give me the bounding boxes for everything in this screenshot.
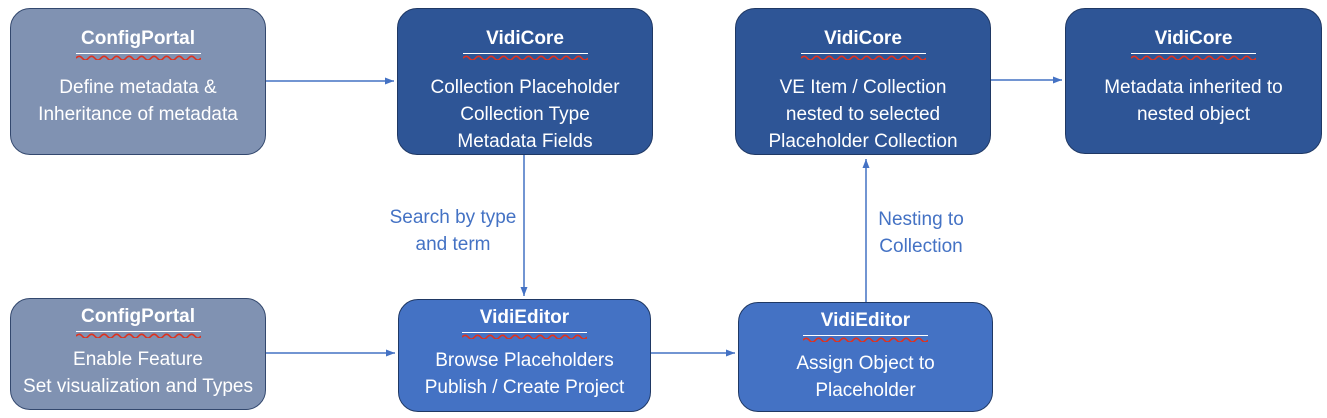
flow-box-videditor-assign: VidiEditor Assign Object to Placeholder [738, 302, 993, 412]
box-body: VE Item / Collection nested to selected … [768, 74, 957, 155]
box-body: Enable Feature Set visualization and Typ… [23, 346, 253, 400]
flow-box-vidicore-nested: VidiCore VE Item / Collection nested to … [735, 8, 991, 155]
box-body-line: Placeholder Collection [768, 131, 958, 152]
box-title-text: VidiCore [800, 26, 926, 54]
box-title-text: VidiEditor [803, 308, 928, 336]
spellcheck-squiggle-icon [462, 334, 587, 339]
flow-box-vidicore-inherited: VidiCore Metadata inherited to nested ob… [1065, 8, 1322, 154]
spellcheck-squiggle-icon [75, 333, 201, 338]
spellcheck-squiggle-icon [803, 337, 928, 342]
box-title-text: ConfigPortal [75, 26, 201, 54]
box-body-line: Collection Type [460, 104, 590, 125]
box-title-text: VidiCore [1131, 26, 1256, 54]
box-body-line: Inheritance of metadata [38, 104, 238, 125]
arrow-label-line: Collection [879, 236, 963, 257]
box-body: Define metadata & Inheritance of metadat… [38, 74, 238, 128]
box-body: Browse Placeholders Publish / Create Pro… [425, 347, 625, 401]
arrow-label-nesting-to-collection: Nesting to Collection [874, 206, 968, 260]
box-body-line: Set visualization and Types [23, 376, 253, 397]
box-title: VidiCore [800, 26, 926, 60]
box-body-line: Metadata Fields [457, 131, 593, 152]
flow-box-configportal-enable: ConfigPortal Enable Feature Set visualiz… [10, 298, 266, 410]
box-title: VidiCore [462, 26, 588, 60]
box-body-line: Placeholder [815, 380, 916, 401]
box-body: Collection Placeholder Collection Type M… [430, 74, 619, 155]
flow-box-configportal-define: ConfigPortal Define metadata & Inheritan… [10, 8, 266, 155]
box-title: VidiCore [1131, 26, 1256, 60]
spellcheck-squiggle-icon [1131, 55, 1256, 60]
box-body-line: VE Item / Collection [779, 77, 947, 98]
arrow-label-line: Search by type [389, 207, 517, 228]
box-title: VidiEditor [462, 305, 587, 339]
box-title: VidiEditor [803, 308, 928, 342]
box-title-text: ConfigPortal [75, 304, 201, 332]
box-title: ConfigPortal [75, 26, 201, 60]
box-body-line: nested object [1136, 104, 1250, 125]
box-body-line: Define metadata & [59, 77, 217, 98]
spellcheck-squiggle-icon [800, 55, 926, 60]
box-body-line: Browse Placeholders [435, 350, 614, 371]
box-body-line: Assign Object to [796, 353, 935, 374]
arrow-label-search-by-type: Search by type and term [386, 204, 520, 258]
box-body-line: Metadata inherited to [1104, 77, 1283, 98]
box-body: Assign Object to Placeholder [796, 350, 934, 404]
spellcheck-squiggle-icon [75, 55, 201, 60]
box-body: Metadata inherited to nested object [1104, 74, 1283, 128]
arrow-label-line: and term [415, 234, 491, 255]
box-body-line: nested to selected [785, 104, 941, 125]
box-body-line: Collection Placeholder [430, 77, 620, 98]
spellcheck-squiggle-icon [462, 55, 588, 60]
box-title-text: VidiEditor [462, 305, 587, 333]
box-body-line: Publish / Create Project [424, 377, 625, 398]
box-body-line: Enable Feature [73, 349, 203, 370]
flow-box-videditor-browse: VidiEditor Browse Placeholders Publish /… [398, 299, 651, 412]
arrow-label-line: Nesting to [878, 209, 964, 230]
box-title: ConfigPortal [75, 304, 201, 338]
box-title-text: VidiCore [462, 26, 588, 54]
flow-box-vidicore-placeholder: VidiCore Collection Placeholder Collecti… [397, 8, 653, 155]
